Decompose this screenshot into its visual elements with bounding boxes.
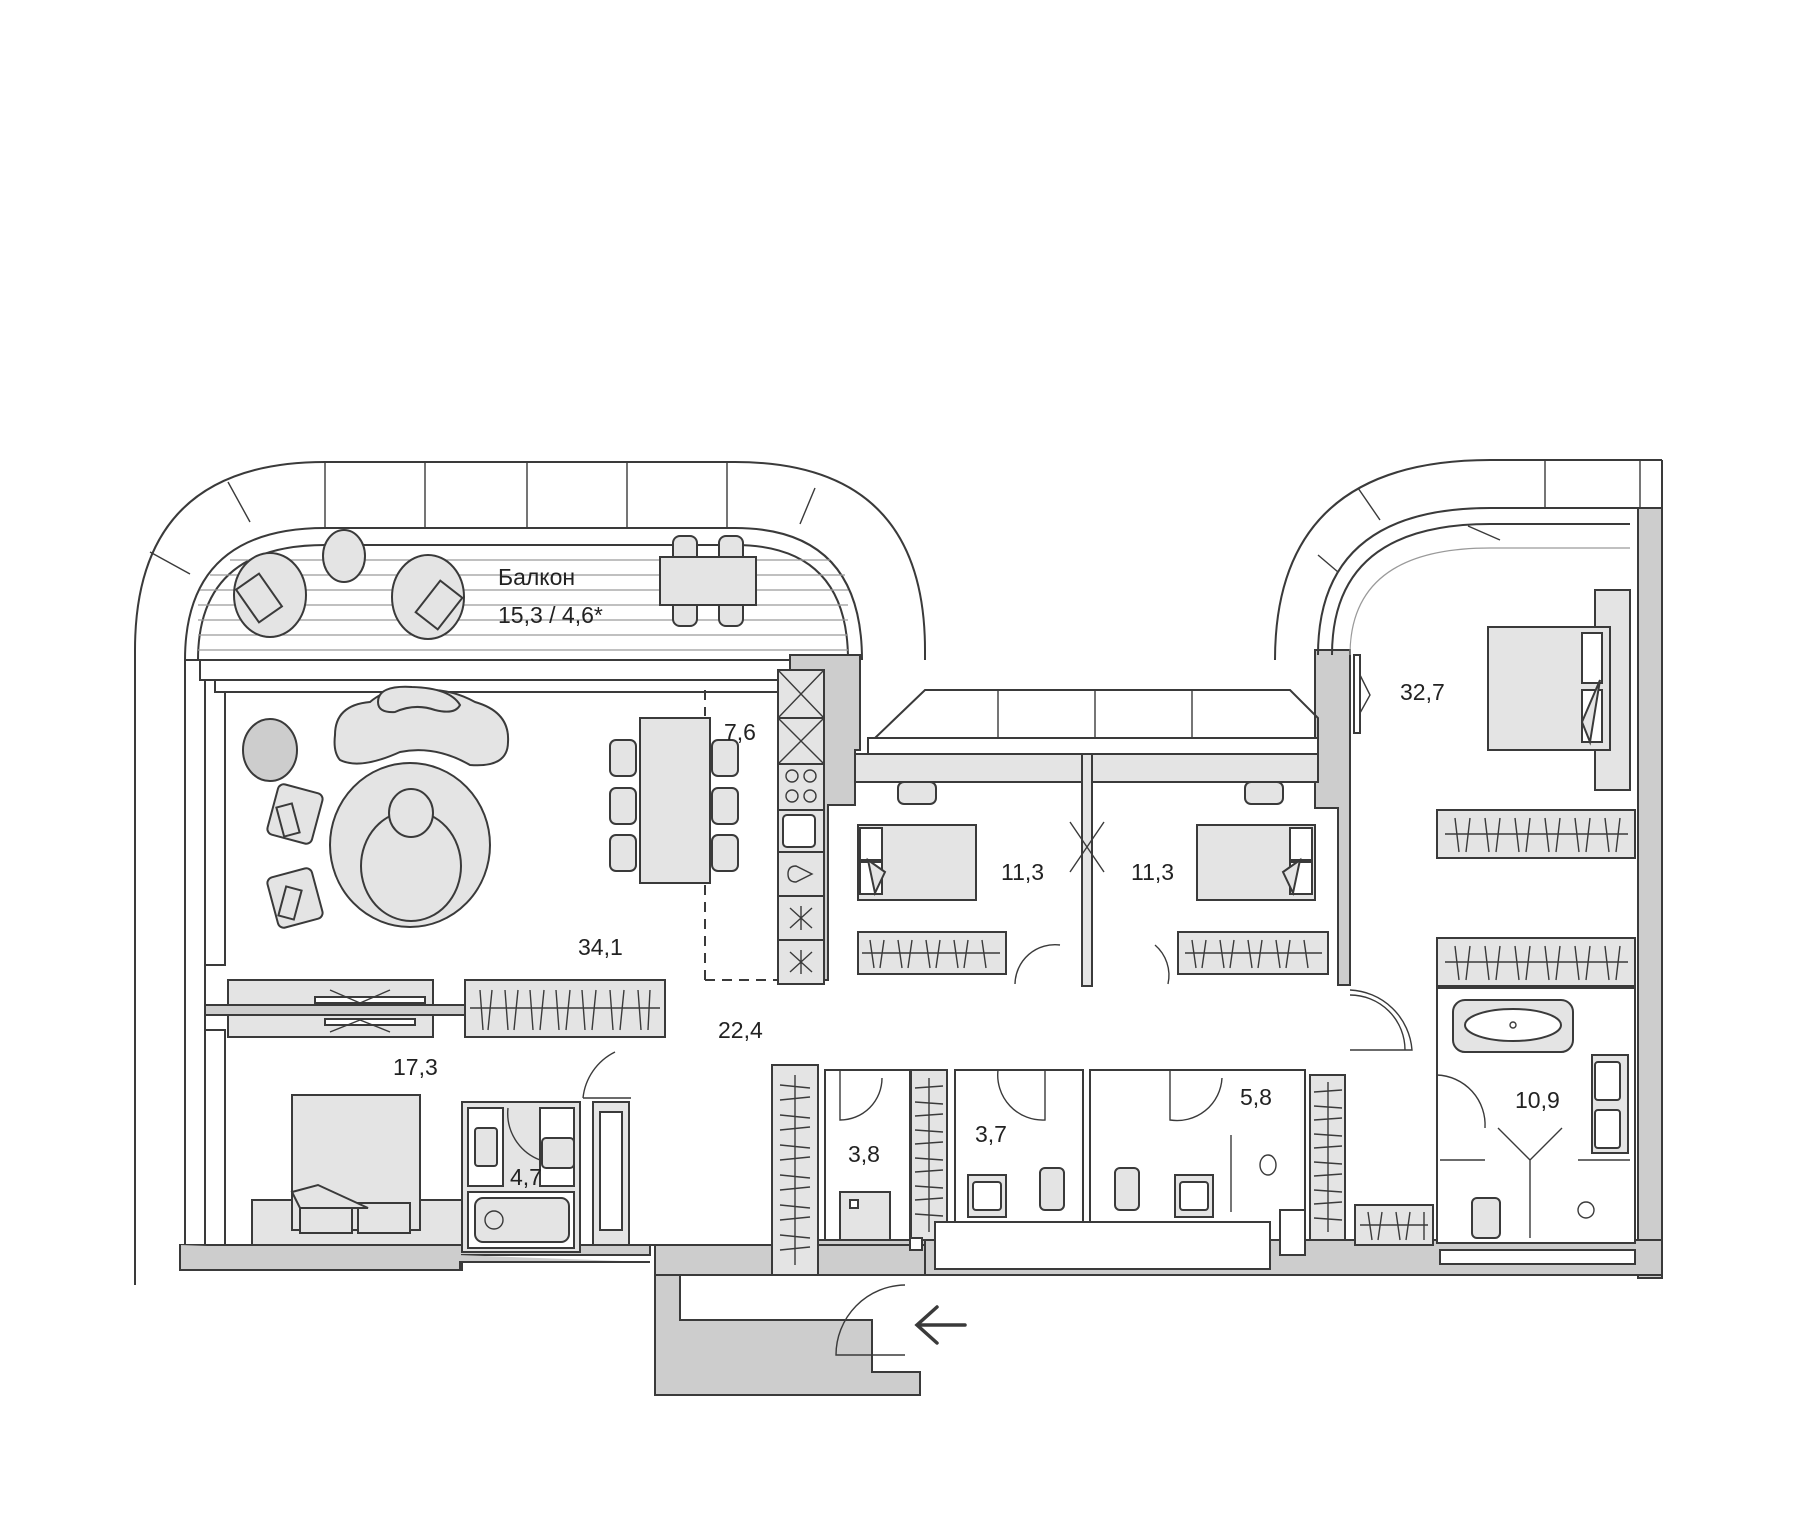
toilet-icon: [1471, 1197, 1501, 1239]
side-table-icon: [322, 529, 366, 583]
toilet-icon: [1114, 1167, 1140, 1211]
bathtub-icon: [474, 1197, 570, 1243]
room-area-storage: 3,8: [848, 1141, 880, 1167]
room-area-bedroom-mid-1: 11,3: [1001, 859, 1044, 885]
kitchen-unit: [777, 669, 825, 985]
dining-table-icon: [609, 717, 739, 884]
entrance-door-swing: [835, 1284, 906, 1356]
room-area-master-bedroom: 32,7: [1400, 679, 1445, 705]
room-area-bedroom-mid-2: 11,3: [1131, 859, 1174, 885]
balcony-name: Балкон: [498, 564, 575, 590]
balcony-area: 15,3 / 4,6*: [498, 602, 603, 628]
room-area-kitchen: 7,6: [724, 719, 756, 745]
door-swing: [582, 1051, 616, 1099]
master-bath: 10,9: [1436, 987, 1636, 1265]
room-area-master-bath: 10,9: [1515, 1087, 1560, 1113]
lounge-chair-icon: [233, 552, 307, 638]
lounge-chair-icon: [391, 554, 465, 640]
entrance: [835, 1284, 967, 1356]
service-block: 3,8 3,7 5,8: [771, 989, 1434, 1276]
room-area-bath-left: 4,7: [510, 1164, 542, 1190]
balcony-dining-table-icon: [659, 535, 757, 627]
wardrobe-partition: [204, 979, 666, 1038]
middle-bedrooms: 11,3 11,3: [854, 689, 1329, 987]
room-area-wc-2: 5,8: [1240, 1084, 1272, 1110]
room-area-wc-1: 3,7: [975, 1121, 1007, 1147]
balcony-deck-right: [1349, 547, 1630, 656]
room-area-bedroom-left: 17,3: [393, 1054, 438, 1080]
living-room: 34,1 7,6: [242, 685, 780, 981]
bedroom-left: 17,3: [251, 1051, 631, 1246]
arrow-left-icon: [914, 1305, 967, 1345]
master-bedroom: 32,7: [1274, 459, 1663, 1051]
hanger-rail-icon: [470, 989, 660, 1031]
toilet-icon: [541, 1137, 575, 1169]
sink-icon: [474, 1127, 498, 1167]
armchair-icon: [266, 867, 324, 929]
toilet-icon: [1039, 1167, 1065, 1211]
rug-icon: [242, 718, 298, 782]
room-area-hall: 22,4: [718, 1017, 763, 1043]
balcony: Балкон 15,3 / 4,6*: [134, 461, 926, 1285]
armchair-icon: [266, 783, 324, 845]
boiler-icon: [839, 1191, 891, 1241]
room-area-living: 34,1: [578, 934, 623, 960]
bath-left: 4,7: [461, 1101, 630, 1253]
